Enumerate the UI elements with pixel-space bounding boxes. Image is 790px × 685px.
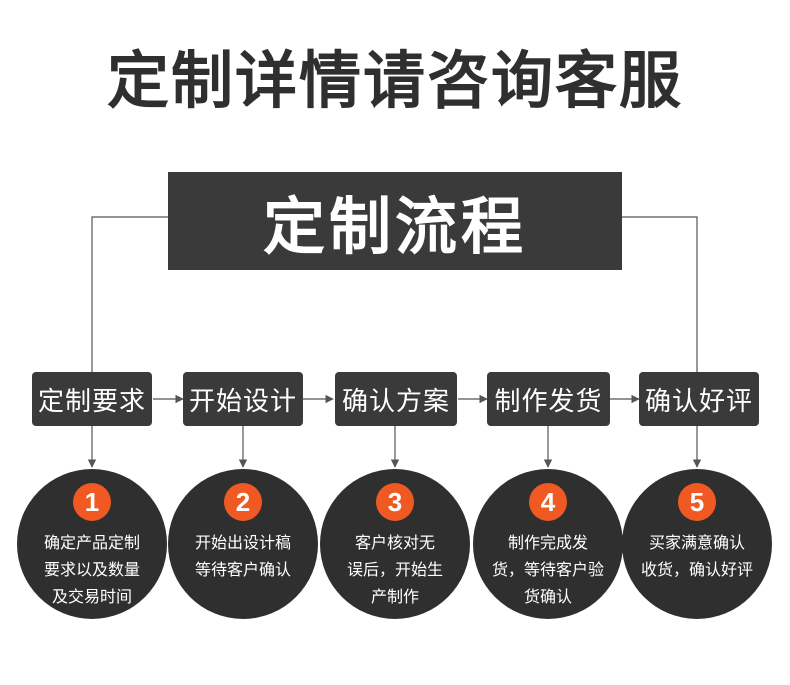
step-description-5: 买家满意确认 收货，确认好评 xyxy=(632,529,762,583)
step-desc-line: 货确认 xyxy=(523,587,572,606)
step-label-4: 制作发货 xyxy=(494,386,603,417)
step-description-1: 确定产品定制 要求以及数量 及交易时间 xyxy=(27,529,157,610)
process-title: 定制流程 xyxy=(262,190,527,263)
step-description-2: 开始出设计稿 等待客户确认 xyxy=(178,529,308,583)
step-desc-line: 收货，确认好评 xyxy=(640,560,753,579)
step-desc-line: 客户核对无 xyxy=(354,533,435,552)
step-box-1: 定制要求 xyxy=(32,372,152,426)
step-circle-3: 3 客户核对无 误后，开始生 产制作 xyxy=(320,469,470,619)
step-desc-line: 产制作 xyxy=(370,587,419,606)
step-number-badge-1: 1 xyxy=(73,483,111,521)
step-desc-line: 开始出设计稿 xyxy=(194,533,291,552)
step-desc-line: 制作完成发 xyxy=(507,533,588,552)
page-headline: 定制详情请咨询客服 xyxy=(106,44,683,117)
title-right-connector xyxy=(622,216,698,372)
step-desc-line: 买家满意确认 xyxy=(648,533,745,552)
step-description-4: 制作完成发 货，等待客户验 货确认 xyxy=(483,529,613,610)
step-circle-4: 4 制作完成发 货，等待客户验 货确认 xyxy=(473,469,623,619)
step-label-5: 确认好评 xyxy=(644,386,753,417)
step-desc-line: 货，等待客户验 xyxy=(491,560,604,579)
step-circle-2: 2 开始出设计稿 等待客户确认 xyxy=(168,469,318,619)
step-box-5: 确认好评 xyxy=(639,372,759,426)
step-number-badge-2: 2 xyxy=(224,483,262,521)
step-desc-line: 及交易时间 xyxy=(51,587,132,606)
title-left-connector xyxy=(91,216,168,372)
step-box-2: 开始设计 xyxy=(183,372,303,426)
step-box-4: 制作发货 xyxy=(487,372,610,426)
step-desc-line: 确定产品定制 xyxy=(43,533,140,552)
step-label-3: 确认方案 xyxy=(341,386,450,417)
step-number-badge-3: 3 xyxy=(376,483,414,521)
step-label-2: 开始设计 xyxy=(188,386,297,417)
step-circle-5: 5 买家满意确认 收货，确认好评 xyxy=(622,469,772,619)
process-title-box: 定制流程 xyxy=(168,172,622,270)
step-box-3: 确认方案 xyxy=(335,372,457,426)
step-desc-line: 误后，开始生 xyxy=(346,560,443,579)
step-number-badge-5: 5 xyxy=(678,483,716,521)
step-desc-line: 等待客户确认 xyxy=(194,560,291,579)
step-number-badge-4: 4 xyxy=(529,483,567,521)
step-desc-line: 要求以及数量 xyxy=(43,560,140,579)
step-description-3: 客户核对无 误后，开始生 产制作 xyxy=(330,529,460,610)
step-circle-1: 1 确定产品定制 要求以及数量 及交易时间 xyxy=(17,469,167,619)
step-label-1: 定制要求 xyxy=(37,386,146,417)
